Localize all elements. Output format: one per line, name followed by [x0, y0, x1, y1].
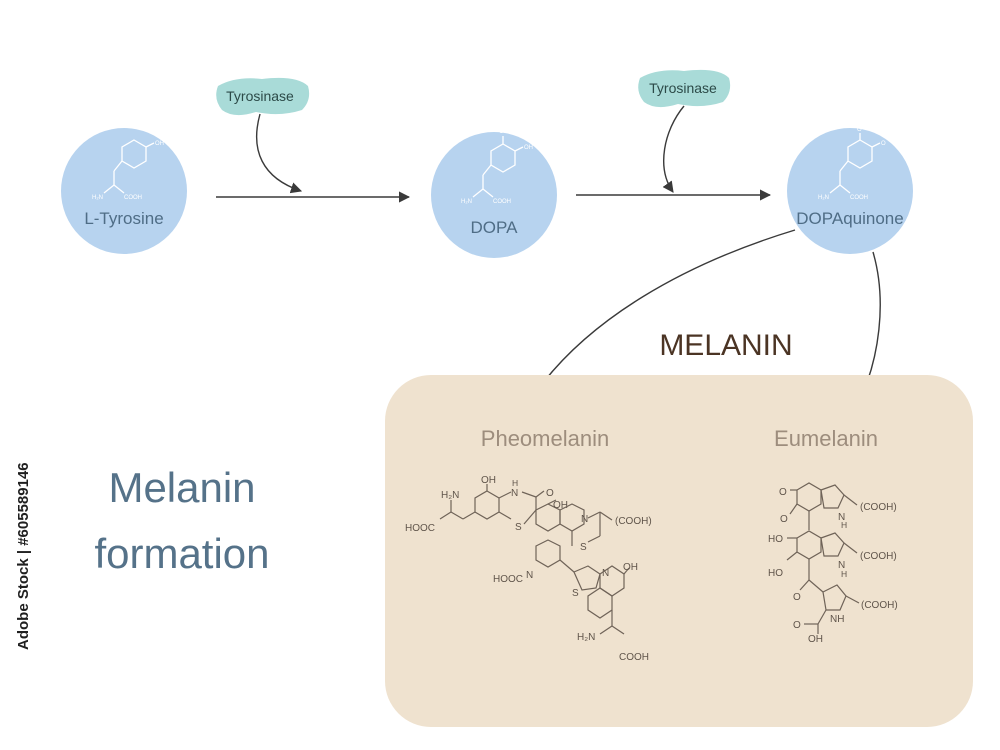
dopaquinone-label: DOPAquinone	[796, 209, 903, 228]
melanin-title: MELANIN	[659, 329, 792, 362]
svg-text:H: H	[512, 478, 518, 488]
svg-text:S: S	[580, 542, 587, 553]
svg-text:COOH: COOH	[493, 199, 511, 205]
svg-text:HOOC: HOOC	[405, 523, 435, 534]
l-tyrosine-structure-icon: OH H₂N COOH	[92, 139, 164, 201]
svg-text:N: N	[838, 512, 845, 523]
pheomelanin-label: Pheomelanin	[481, 426, 609, 451]
svg-text:H₂N: H₂N	[461, 199, 472, 205]
svg-text:COOH: COOH	[850, 195, 868, 201]
l-tyrosine-label: L-Tyrosine	[84, 209, 163, 228]
compound-dopa: OH OH H₂N COOH DOPA	[431, 129, 557, 258]
enzyme-tyrosinase-1: Tyrosinase	[216, 77, 310, 116]
svg-text:H: H	[841, 569, 847, 579]
svg-text:O: O	[546, 488, 554, 499]
enzyme-blob-2	[638, 69, 731, 108]
svg-text:S: S	[572, 588, 579, 599]
svg-text:OH: OH	[623, 562, 638, 573]
svg-text:O: O	[779, 487, 787, 498]
svg-text:S: S	[515, 522, 522, 533]
svg-text:N: N	[511, 488, 518, 499]
svg-text:HO: HO	[768, 568, 783, 579]
svg-text:H₂N: H₂N	[577, 632, 595, 643]
svg-text:O: O	[881, 141, 886, 147]
svg-text:H: H	[841, 520, 847, 530]
enzyme-tyrosinase-2: Tyrosinase	[638, 69, 731, 108]
svg-text:NH: NH	[830, 614, 844, 625]
svg-text:O: O	[780, 514, 788, 525]
svg-text:HOOC: HOOC	[493, 574, 523, 585]
svg-text:O: O	[793, 592, 801, 603]
svg-text:H₂N: H₂N	[441, 490, 459, 501]
svg-text:COOH: COOH	[619, 652, 649, 663]
dopa-label: DOPA	[471, 218, 519, 237]
svg-text:OH: OH	[499, 129, 508, 135]
svg-text:N: N	[526, 570, 533, 581]
arrow-enzyme-2	[662, 105, 685, 193]
svg-text:H₂N: H₂N	[818, 195, 829, 201]
side-title-line1: Melanin	[108, 464, 255, 511]
svg-text:OH: OH	[155, 141, 164, 147]
stock-id: Adobe Stock | #605589146	[15, 462, 32, 650]
svg-text:N: N	[838, 560, 845, 571]
eumelanin-label: Eumelanin	[774, 426, 878, 451]
dopa-structure-icon: OH OH H₂N COOH	[461, 129, 533, 205]
compound-dopaquinone: O O H₂N COOH DOPAquinone	[787, 127, 913, 254]
dopa-circle	[431, 132, 557, 258]
svg-text:OH: OH	[481, 475, 496, 486]
svg-text:OH: OH	[524, 145, 533, 151]
melanin-panel	[385, 375, 973, 727]
svg-text:(COOH): (COOH)	[615, 516, 652, 527]
enzyme-label-2: Tyrosinase	[649, 80, 717, 96]
enzyme-blob-1	[216, 77, 310, 116]
dopaquinone-structure-icon: O O H₂N COOH	[818, 127, 886, 201]
svg-text:COOH: COOH	[124, 195, 142, 201]
svg-text:H₂N: H₂N	[92, 195, 103, 201]
svg-text:O: O	[793, 620, 801, 631]
arrow-to-pheomelanin	[538, 229, 796, 389]
svg-text:(COOH): (COOH)	[860, 551, 897, 562]
eumelanin-structure: O O N H (COOH) HO HO N H (COOH) O NH (CO…	[768, 482, 898, 645]
svg-text:O: O	[857, 127, 862, 133]
enzyme-label-1: Tyrosinase	[226, 88, 294, 104]
side-title-line2: formation	[94, 530, 269, 577]
svg-text:HO: HO	[768, 534, 783, 545]
dopaquinone-circle	[787, 128, 913, 254]
svg-text:(COOH): (COOH)	[860, 502, 897, 513]
l-tyrosine-circle	[61, 128, 187, 254]
svg-text:OH: OH	[553, 500, 568, 511]
svg-text:N: N	[581, 514, 588, 525]
svg-text:N: N	[602, 568, 609, 579]
compound-l-tyrosine: OH H₂N COOH L-Tyrosine	[61, 128, 187, 254]
pheomelanin-structure: OH H₂N HOOC N H O S OH N (COOH) S N HOOC…	[405, 475, 652, 663]
arrow-enzyme-1	[256, 113, 303, 194]
svg-text:(COOH): (COOH)	[861, 600, 898, 611]
svg-text:OH: OH	[808, 634, 823, 645]
